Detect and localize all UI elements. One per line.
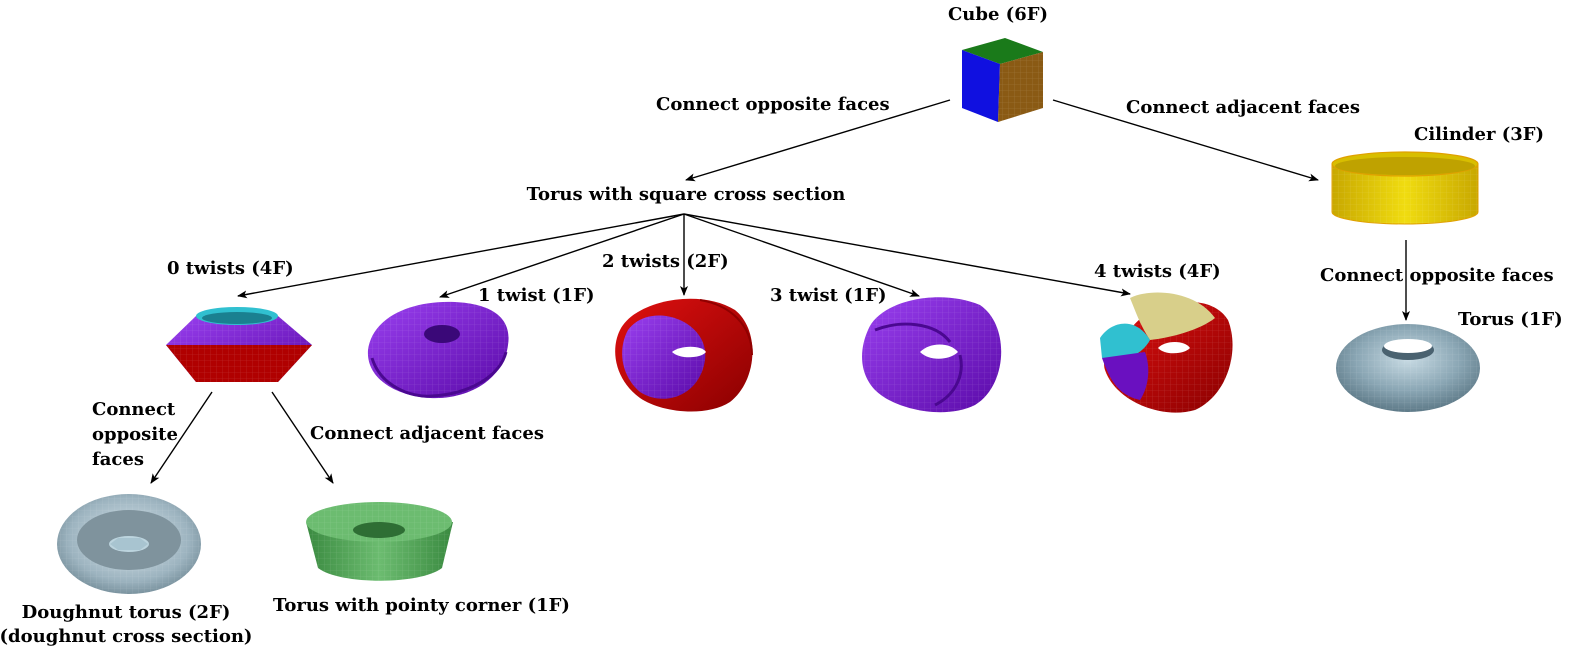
edge-label-cube-to-cilinder: Connect adjacent faces <box>1126 97 1360 118</box>
torus-1f-shape <box>1336 324 1480 412</box>
edge-label-cube-to-square-torus: Connect opposite faces <box>656 94 890 115</box>
torus-1f-label: Torus (1F) <box>1458 309 1563 330</box>
cilinder-label: Cilinder (3F) <box>1414 124 1545 145</box>
cube-shape <box>962 38 1043 122</box>
arrow-square-torus-to-twist0 <box>237 213 685 299</box>
cube-label: Cube (6F) <box>947 4 1049 25</box>
twist3-shape <box>862 297 1002 413</box>
square-torus-label: Torus with square cross section <box>526 184 846 205</box>
doughnut-label-line2: (doughnut cross section) <box>0 626 253 647</box>
edge-label-twist0-to-doughnut: Connect opposite faces <box>92 397 178 472</box>
twist2-label: 2 twists (2F) <box>602 251 729 272</box>
twist3-label: 3 twist (1F) <box>770 285 887 306</box>
pointy-torus-shape <box>306 502 453 581</box>
edge-label-line-3: faces <box>92 449 144 470</box>
cilinder-shape <box>1331 151 1479 225</box>
doughnut-torus-shape <box>57 494 201 594</box>
edge-label-twist0-to-pointy: Connect adjacent faces <box>310 423 544 444</box>
edge-label-line-1: Connect <box>92 399 176 420</box>
twist4-shape <box>1100 292 1233 413</box>
arrow-square-torus-to-twist3 <box>683 213 920 297</box>
twist2-shape <box>615 298 753 412</box>
edge-label-line-2: opposite <box>92 424 178 445</box>
arrow-cube-to-cilinder <box>1052 99 1319 182</box>
twist1-shape <box>367 301 509 399</box>
twist4-label: 4 twists (4F) <box>1094 261 1221 282</box>
twist0-label: 0 twists (4F) <box>167 258 294 279</box>
arrow-square-torus-to-twist1 <box>439 213 685 298</box>
twist1-label: 1 twist (1F) <box>478 285 595 306</box>
arrow-twist0-to-doughnut <box>150 391 213 484</box>
edge-label-cilinder-to-torus: Connect opposite faces <box>1320 265 1554 286</box>
arrow-square-torus-to-twist4 <box>683 213 1131 297</box>
doughnut-label-line1: Doughnut torus (2F) <box>21 602 231 623</box>
twist0-shape <box>166 307 312 382</box>
pointy-torus-label: Torus with pointy corner (1F) <box>273 595 570 616</box>
arrow-cube-to-square-torus <box>685 99 951 182</box>
arrow-twist0-to-pointy <box>271 391 334 484</box>
edge-arrows <box>150 99 1410 484</box>
